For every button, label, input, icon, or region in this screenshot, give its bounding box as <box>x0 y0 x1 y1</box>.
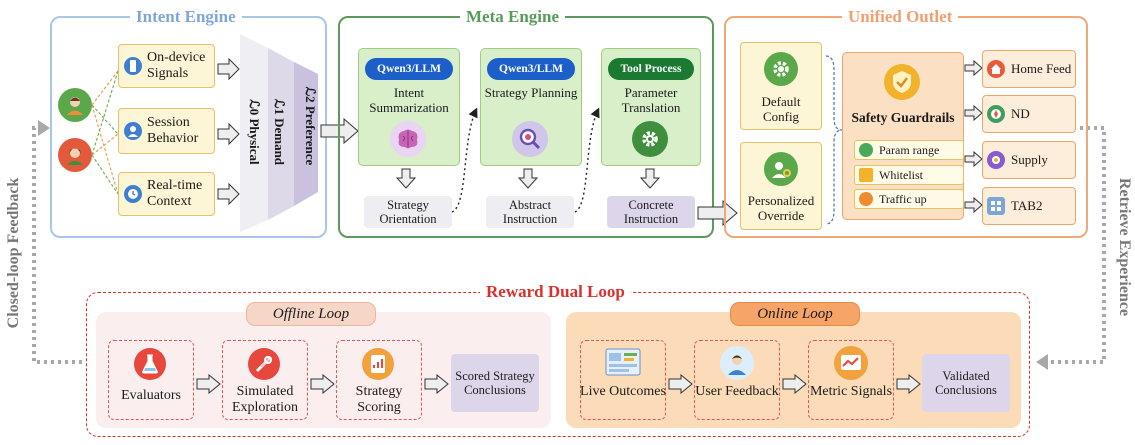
brain-icon <box>390 121 426 157</box>
meta-to-outlet-arrow <box>697 200 738 226</box>
stage2-label: Strategy Planning <box>484 85 578 100</box>
layer-l2: ℒ2 Preference <box>303 86 318 166</box>
validated-conclusions: Validated Conclusions <box>922 354 1010 412</box>
online-step-metric-signals <box>808 340 894 420</box>
live-outcomes-label: Live Outcomes <box>580 384 666 399</box>
intent-engine-title: Intent Engine <box>130 7 242 27</box>
metric-chart-icon <box>834 346 868 380</box>
signal-on-device: On-device Signals <box>118 44 215 88</box>
closed-loop-feedback-label: Closed-loop Feedback <box>5 177 22 329</box>
safety-guardrails-title: Safety Guardrails <box>851 110 955 125</box>
tools-icon <box>248 348 280 380</box>
stage2-output: Abstract Instruction <box>486 196 574 228</box>
scored-strategy-conclusions: Scored Strategy Conclusions <box>451 354 539 412</box>
scorecard-icon <box>362 348 394 380</box>
compass-icon <box>987 105 1005 123</box>
online-step-live-outcomes <box>580 340 666 420</box>
shield-icon <box>884 64 920 100</box>
output-tab2: TAB2 <box>982 187 1076 225</box>
personalized-override-label: Personalized Override <box>747 193 815 223</box>
stage3-pill: Tool Process <box>608 58 694 80</box>
user-avatar-icon <box>720 346 754 380</box>
closed-loop-feedback-path <box>32 126 82 364</box>
thermometer-icon <box>859 192 873 206</box>
default-config-gear-icon <box>764 52 798 86</box>
offline-step-simulated-exploration <box>222 340 308 420</box>
strategy-scoring-label: Strategy Scoring <box>355 384 403 416</box>
guardrail-param-range: Param range <box>854 140 964 160</box>
clock-icon <box>124 185 142 203</box>
default-config-label: Default Config <box>761 94 801 124</box>
offline-step-evaluators <box>108 340 194 420</box>
user-feedback-label: User Feedback <box>695 384 779 399</box>
evaluators-label: Evaluators <box>121 388 181 403</box>
output-nd: ND <box>982 95 1076 133</box>
offline-loop-tag: Offline Loop <box>246 302 376 326</box>
meta-engine-title: Meta Engine <box>460 7 566 27</box>
online-arrow-1 <box>668 374 693 394</box>
stage3-label: Parameter Translation <box>621 85 681 115</box>
document-icon <box>859 168 873 182</box>
offline-arrow-2 <box>310 374 335 394</box>
offline-arrow-1 <box>196 374 221 394</box>
stage1-output: Strategy Orientation <box>364 196 452 228</box>
reward-dual-loop-title: Reward Dual Loop <box>480 282 631 302</box>
layer-l0: ℒ0 Physical <box>247 99 262 165</box>
person-icon <box>124 122 142 140</box>
avatar-male-icon <box>58 88 92 122</box>
layer-l1: ℒ1 Demand <box>272 98 287 166</box>
offline-arrow-3 <box>424 374 449 394</box>
tab-grid-icon <box>987 197 1005 215</box>
signal-arrows <box>217 58 240 206</box>
avatar-links <box>91 70 119 195</box>
magnifier-icon <box>512 121 548 157</box>
stage3-down-arrow <box>640 168 660 189</box>
online-loop-tag: Online Loop <box>730 302 860 326</box>
output-home-feed: Home Feed <box>982 50 1076 88</box>
phone-icon <box>124 57 142 75</box>
stage2-pill: Qwen3/LLM <box>487 58 575 80</box>
online-arrow-2 <box>782 374 807 394</box>
stage1-label: Intent Summarization <box>369 85 449 115</box>
personalized-user-gear-icon <box>764 152 798 186</box>
gear-icon <box>632 121 668 157</box>
retrieve-experience-label: Retrieve Experience <box>1116 177 1133 317</box>
intent-funnel <box>240 34 318 232</box>
guardrail-items: Param range Whitelist Traffic up <box>842 52 964 220</box>
avatar-female-icon <box>58 138 92 172</box>
guardrail-whitelist: Whitelist <box>854 165 964 185</box>
online-step-user-feedback <box>694 340 780 420</box>
retrieve-experience-path <box>1046 126 1106 364</box>
stage3-output: Concrete Instruction <box>607 196 695 228</box>
signal-real-time-context: Real-time Context <box>118 172 215 216</box>
list-icon <box>859 143 873 157</box>
stage1-pill: Qwen3/LLM <box>365 58 453 80</box>
signal-session-behavior: Session Behavior <box>118 108 215 154</box>
guardrail-traffic-up: Traffic up <box>854 189 964 209</box>
simulated-exploration-label: Simulated Exploration <box>231 384 299 416</box>
output-supply: Supply <box>982 141 1076 179</box>
home-icon <box>987 60 1005 78</box>
offline-step-strategy-scoring <box>336 340 422 420</box>
unified-outlet-title: Unified Outlet <box>842 7 959 27</box>
stage2-down-arrow <box>518 168 538 189</box>
dashboard-icon <box>605 348 641 378</box>
metric-signals-label: Metric Signals <box>809 384 893 399</box>
supply-icon <box>987 151 1005 169</box>
online-arrow-3 <box>896 374 921 394</box>
output-arrows <box>964 59 983 214</box>
stage1-down-arrow <box>396 168 416 189</box>
flask-icon <box>134 348 166 380</box>
